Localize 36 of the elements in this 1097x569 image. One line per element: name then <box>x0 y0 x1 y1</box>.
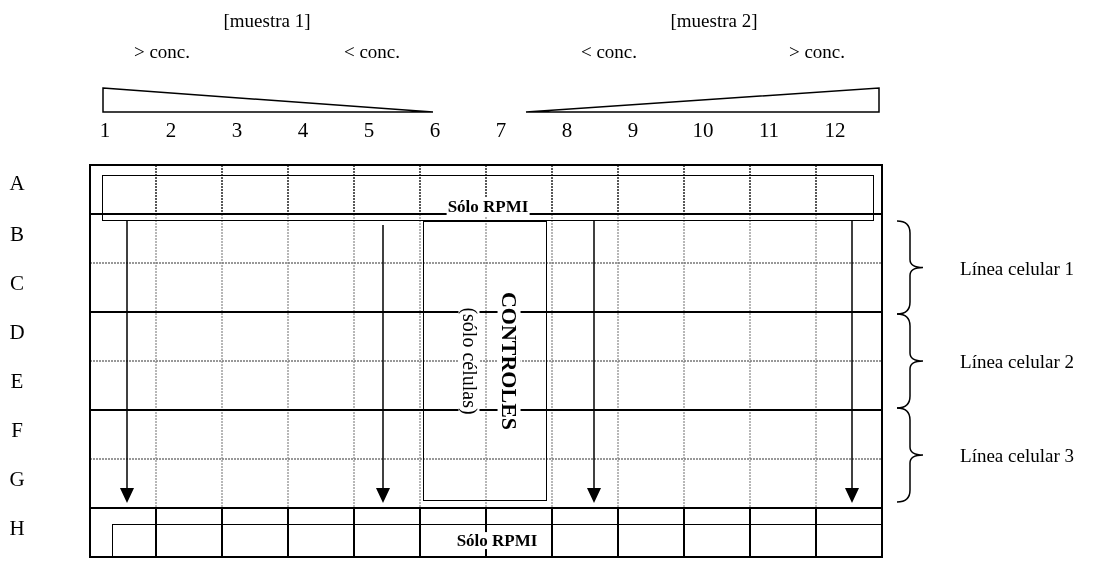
column-number: 6 <box>429 119 441 141</box>
column-number: 5 <box>363 119 375 141</box>
region-label: Sólo RPMI <box>446 198 530 216</box>
region-label: Sólo RPMI <box>455 531 539 550</box>
cell-line-label: Línea celular 1 <box>960 258 1074 278</box>
column-number: 3 <box>231 119 243 141</box>
row-letter: D <box>9 321 25 343</box>
row-letter: E <box>10 370 24 392</box>
row-letter: F <box>11 419 23 441</box>
sample-heading: [muestra 1] <box>223 10 311 30</box>
row-letter: B <box>10 223 24 245</box>
cell-line-label: Línea celular 3 <box>960 445 1074 465</box>
concentration-label: < conc. <box>343 41 401 61</box>
rpmi-row-box <box>102 175 874 221</box>
concentration-label: > conc. <box>788 41 846 61</box>
column-number: 10 <box>692 119 714 141</box>
column-number: 1 <box>99 119 111 141</box>
region-note: (sólo células) <box>458 306 480 416</box>
row-letter: A <box>9 172 25 194</box>
cell-line-label: Línea celular 2 <box>960 351 1074 371</box>
rpmi-row-box <box>112 524 882 557</box>
column-number: 11 <box>758 119 780 141</box>
column-number: 9 <box>627 119 639 141</box>
column-number: 4 <box>297 119 309 141</box>
controls-box <box>423 221 547 501</box>
column-number: 2 <box>165 119 177 141</box>
sample-heading: [muestra 2] <box>670 10 758 30</box>
row-letter: H <box>9 517 25 539</box>
region-label: CONTROLES <box>497 290 521 432</box>
column-number: 8 <box>561 119 573 141</box>
concentration-label: < conc. <box>580 41 638 61</box>
row-letter: C <box>10 272 24 294</box>
row-letter: G <box>9 468 25 490</box>
column-number: 7 <box>495 119 507 141</box>
concentration-label: > conc. <box>133 41 191 61</box>
column-number: 12 <box>824 119 846 141</box>
